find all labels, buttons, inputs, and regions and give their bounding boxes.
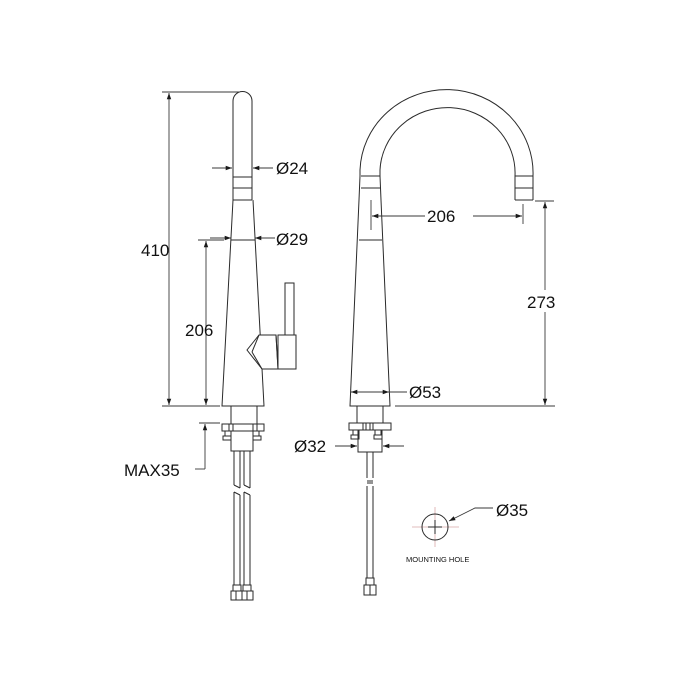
front-shank <box>356 405 384 424</box>
dim-base-diameter: Ø53 <box>351 383 441 402</box>
mounting-hole-leader <box>448 507 493 522</box>
front-spout-inner <box>379 107 516 177</box>
label-mounting-hole: MOUNTING HOLE <box>406 555 469 564</box>
front-mounting-plate <box>348 422 392 453</box>
label-outlet-height: 273 <box>527 293 555 312</box>
side-body <box>221 199 265 407</box>
side-hoses <box>230 451 254 601</box>
dim-spout-reach: 206 <box>370 200 524 230</box>
side-mounting-plate <box>221 423 265 452</box>
label-body-top-diameter: Ø29 <box>276 230 308 249</box>
side-view: 410 206 Ø24 Ø29 MAX35 <box>124 91 308 601</box>
reach-label-bg <box>425 204 473 226</box>
dim-spout-diameter: Ø24 <box>212 159 308 178</box>
mounting-hole-circle <box>421 513 449 541</box>
dim-outlet-height: 273 <box>395 200 566 407</box>
front-spout-outer <box>359 89 534 177</box>
side-spout-tube <box>232 91 253 175</box>
dim-total-height: 410 <box>141 91 240 407</box>
height-label-bg <box>526 290 566 312</box>
label-shank-diameter: Ø32 <box>294 437 326 456</box>
front-view: 206 273 Ø53 Ø32 <box>294 89 566 596</box>
label-spout-diameter: Ø24 <box>276 159 308 178</box>
front-hose <box>363 452 377 596</box>
label-body-height: 206 <box>185 321 213 340</box>
front-body <box>349 199 391 407</box>
label-mounting-hole-diameter: Ø35 <box>496 501 528 520</box>
dim-body-top-diameter: Ø29 <box>210 230 308 249</box>
label-base-diameter: Ø53 <box>409 383 441 402</box>
dim-body-height: 206 <box>185 239 224 405</box>
lever-handle <box>246 282 297 370</box>
dim-shank-diameter: Ø32 <box>294 437 404 456</box>
label-total-height: 410 <box>141 241 169 260</box>
mounting-hole: Ø35 MOUNTING HOLE <box>406 501 528 564</box>
dim-max-deck: MAX35 <box>124 422 220 480</box>
label-spout-reach: 206 <box>427 207 455 226</box>
side-shank <box>230 405 258 425</box>
label-max-deck: MAX35 <box>124 461 180 480</box>
